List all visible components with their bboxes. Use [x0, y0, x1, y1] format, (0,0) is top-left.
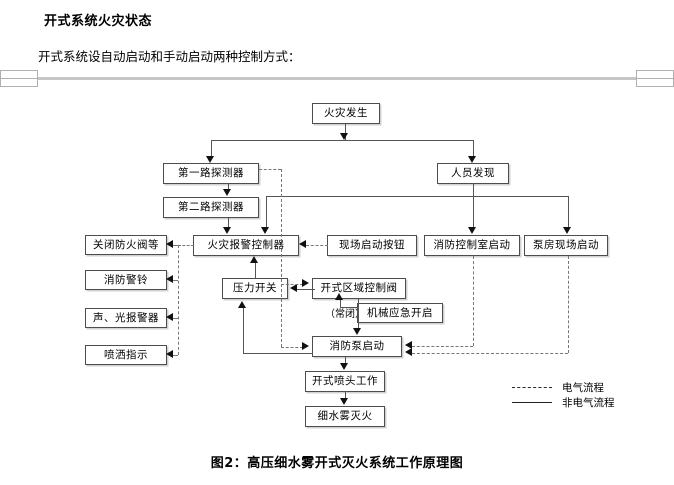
edge-person-bus — [266, 196, 568, 197]
edge-leftbus-spray — [172, 355, 178, 356]
legend-solid-line-icon — [512, 402, 552, 403]
arrow-mech-zonevalve — [335, 293, 343, 300]
arrow-to-spray — [166, 350, 173, 358]
figure-caption: 图2：高压细水雾开式灭火系统工作原理图 — [210, 456, 464, 471]
arrow-to-damper — [166, 240, 173, 248]
zone-valve-note: （常闭） — [325, 309, 365, 320]
node-zone-valve: 开式区域控制阀 — [312, 278, 406, 299]
edge-controller-leftbus-v — [178, 245, 179, 355]
edge-bus-pumproom — [568, 196, 569, 227]
edge-pressure-zonevalve — [281, 284, 303, 285]
edge-zonevalve-pump — [358, 299, 359, 329]
node-sound-light: 声、光报警器 — [85, 308, 167, 328]
arrow-pump-nozzle — [340, 363, 348, 370]
arrow-zonevalve-pressure — [290, 284, 297, 292]
node-alarm-bell: 消防警铃 — [85, 270, 167, 290]
arrow-controlroom-pump — [405, 341, 412, 349]
node-pump-room: 泵房现场启动 — [524, 235, 608, 256]
flowchart: 火灾发生 第一路探测器 第二路探测器 人员发现 关闭防火阀等 消防警铃 声、光报… — [0, 95, 674, 430]
ruler-stop-left[interactable] — [0, 70, 38, 87]
arrow-pressure-zonevalve — [302, 279, 309, 287]
edge-bus-controller — [266, 196, 267, 227]
edge-bus-to-person — [473, 140, 474, 156]
edge-fire-down — [345, 124, 346, 140]
arrow-to-detector1 — [206, 156, 214, 163]
edge-leftbus-damper — [172, 245, 178, 246]
legend-label-non-electrical: 非电气流程 — [562, 397, 615, 409]
node-site-button: 现场启动按钮 — [327, 235, 417, 256]
edge-det1-dashed-h — [259, 169, 281, 170]
edge-det1-to-pump — [281, 347, 303, 348]
edge-split-bus — [211, 140, 473, 141]
node-fire-controller: 火灾报警控制器 — [193, 235, 299, 256]
edge-pressure-controller — [255, 263, 256, 278]
arrow-bus-controller — [261, 227, 269, 234]
edge-controlroom-v — [473, 256, 474, 346]
node-detector1: 第一路探测器 — [163, 163, 259, 184]
arrow-zonevalve-pump — [353, 328, 361, 335]
edge-leftbus-soundlight — [172, 318, 178, 319]
edge-nozzle-mist — [345, 392, 346, 399]
edge-pump-feedback-h — [243, 353, 313, 354]
edge-det2-controller — [228, 218, 229, 228]
edge-bus-to-detector — [211, 140, 212, 156]
arrow-fire-down — [340, 133, 348, 140]
node-fire: 火灾发生 — [312, 103, 380, 124]
arrow-pump-pressure — [238, 301, 246, 308]
node-pump-start: 消防泵启动 — [312, 336, 402, 357]
edge-det1-dashed-v — [281, 169, 282, 347]
arrow-pressure-controller — [250, 256, 258, 263]
node-close-damper: 关闭防火阀等 — [85, 235, 167, 255]
edge-leftbus-bell — [172, 280, 178, 281]
node-control-room: 消防控制室启动 — [424, 235, 520, 256]
node-pressure-switch: 压力开关 — [222, 278, 288, 299]
edge-det1-det2 — [228, 184, 229, 190]
arrow-to-bell — [166, 275, 173, 283]
ruler-stop-right[interactable] — [636, 70, 674, 87]
arrow-bus-controlroom — [468, 227, 476, 234]
edge-person-down — [473, 184, 474, 196]
edge-pump-nozzle — [345, 357, 346, 364]
legend-label-electrical: 电气流程 — [562, 382, 604, 394]
page-title: 开式系统火灾状态 — [44, 14, 153, 29]
edge-zonevalve-pressure — [297, 289, 315, 290]
edge-controlroom-h — [412, 346, 473, 347]
edge-pumproom-h — [412, 353, 568, 354]
edge-mech-riser — [340, 300, 341, 308]
edge-mech-up — [357, 307, 358, 313]
arrow-det2-controller — [223, 227, 231, 234]
arrow-nozzle-mist — [340, 398, 348, 405]
arrow-to-soundlight — [166, 313, 173, 321]
node-nozzle-work: 开式喷头工作 — [305, 371, 385, 392]
edge-sitebutton-controller — [306, 245, 328, 246]
legend-dashed-line-icon — [512, 387, 552, 388]
arrow-det1-det2 — [223, 189, 231, 196]
intro-paragraph: 开式系统设自动启动和手动启动两种控制方式： — [38, 49, 301, 64]
arrow-pumproom-pump — [405, 348, 412, 356]
edge-controller-leftbus-h — [178, 245, 194, 246]
arrow-to-person — [468, 156, 476, 163]
node-mech-emergency: 机械应急开启 — [357, 303, 443, 323]
node-spray-indicator: 喷洒指示 — [85, 345, 167, 365]
edge-mech-elbow — [340, 307, 358, 308]
horizontal-divider — [0, 77, 674, 80]
node-mist-extinguish: 细水雾灭火 — [305, 406, 385, 427]
edge-pump-feedback-v — [243, 308, 244, 353]
edge-pumproom-v — [568, 256, 569, 353]
arrow-sitebutton-controller — [299, 240, 306, 248]
node-detector2: 第二路探测器 — [163, 197, 259, 218]
arrow-det1-to-pump — [302, 342, 309, 350]
node-person: 人员发现 — [437, 163, 509, 184]
arrow-bus-pumproom — [563, 227, 571, 234]
edge-bus-controlroom — [473, 196, 474, 227]
